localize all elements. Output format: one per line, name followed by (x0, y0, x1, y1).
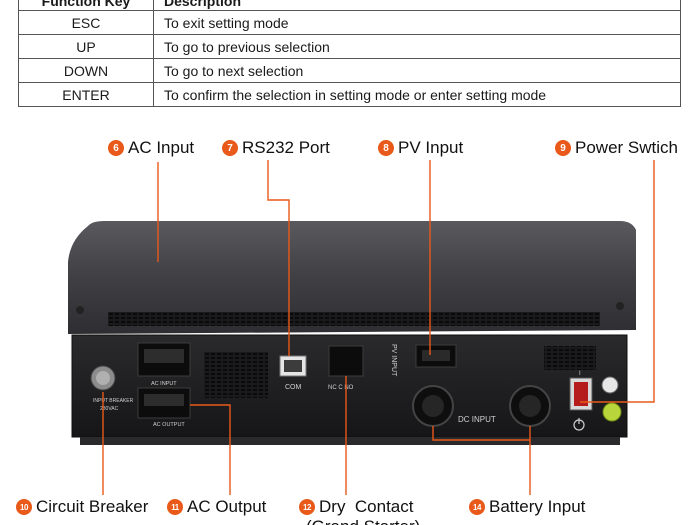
leader-power-switch (580, 160, 655, 403)
callout-ac-input: 6 AC Input (108, 138, 194, 158)
row-desc-enter: To confirm the selection in setting mode… (153, 82, 681, 107)
number-badge: 14 (469, 499, 485, 515)
switch-on-label: I (579, 371, 581, 377)
dry-contact-terminal-icon (328, 345, 364, 377)
table-row: ENTER To confirm the selection in settin… (18, 82, 681, 107)
breaker-label: INPUT BREAKER (93, 398, 134, 404)
callout-label: Power Swtich (575, 138, 678, 157)
battery-positive-pin-icon (422, 395, 444, 417)
leader-lines (102, 160, 655, 495)
rs232-jack-icon (284, 360, 302, 372)
ac-output-terminal-icon (144, 394, 184, 406)
number-badge: 10 (16, 499, 32, 515)
number-badge: 8 (378, 140, 394, 156)
row-desc-up: To go to previous selection (153, 34, 681, 59)
breaker-rating-label: 230VAC (100, 406, 119, 412)
top-cover (68, 221, 636, 334)
number-badge: 9 (555, 140, 571, 156)
callout-dry-contact-sub: (Grand Starter) (306, 517, 420, 525)
ac-input-panel-label: AC INPUT (151, 381, 177, 387)
ac-output-panel-label: AC OUTPUT (153, 422, 185, 428)
screw-icon (76, 306, 84, 314)
screw-icon (616, 302, 624, 310)
pv-input-panel-label: PV INPUT (390, 344, 397, 377)
leader-battery-bracket (432, 426, 531, 441)
callout-rs232-port: 7 RS232 Port (222, 138, 330, 158)
callout-circuit-breaker: 10 Circuit Breaker (16, 497, 148, 517)
callout-dry-contact: 12 Dry Contact (299, 497, 413, 517)
callout-label: PV Input (398, 138, 464, 157)
callout-label: Battery Input (489, 497, 586, 516)
base (80, 437, 620, 445)
number-badge: 11 (167, 499, 183, 515)
callout-label: AC Input (128, 138, 195, 157)
warning-sticker-icon (601, 376, 619, 394)
battery-negative-pin-icon (519, 395, 541, 417)
ac-input-terminal-icon (144, 349, 184, 363)
leader-rs232 (267, 160, 290, 356)
callout-ac-output: 11 AC Output (167, 497, 266, 517)
power-switch-rocker-icon (574, 382, 588, 406)
function-key-table: Function Key Description ESC To exit set… (18, 0, 681, 107)
row-key-enter: ENTER (18, 82, 154, 107)
pv-input-terminal-icon (422, 350, 450, 361)
table-row: UP To go to previous selection (18, 34, 681, 59)
panel-vent-right (544, 346, 596, 370)
circuit-breaker-knob-icon (96, 371, 110, 385)
leader-ac-output (190, 404, 231, 495)
callout-pv-input: 8 PV Input (378, 138, 463, 158)
row-key-down: DOWN (18, 58, 154, 83)
number-badge: 6 (108, 140, 124, 156)
callout-battery-input: 14 Battery Input (469, 497, 585, 517)
callout-label: AC Output (187, 497, 267, 516)
row-desc-down: To go to next selection (153, 58, 681, 83)
dry-contact-panel-label: NC C NO (328, 385, 354, 391)
callout-label: RS232 Port (242, 138, 330, 157)
dc-input-panel-label: DC INPUT (458, 415, 496, 424)
callout-label: Circuit Breaker (36, 497, 149, 516)
com-panel-label: COM (285, 384, 302, 391)
table-row: DOWN To go to next selection (18, 58, 681, 83)
number-badge: 7 (222, 140, 238, 156)
number-badge: 12 (299, 499, 315, 515)
panel-vent (204, 352, 268, 398)
callout-label: Dry Contact (319, 497, 414, 516)
top-vent (108, 312, 600, 326)
certification-sticker-icon (602, 402, 622, 422)
callout-power-switch: 9 Power Swtich (555, 138, 678, 158)
